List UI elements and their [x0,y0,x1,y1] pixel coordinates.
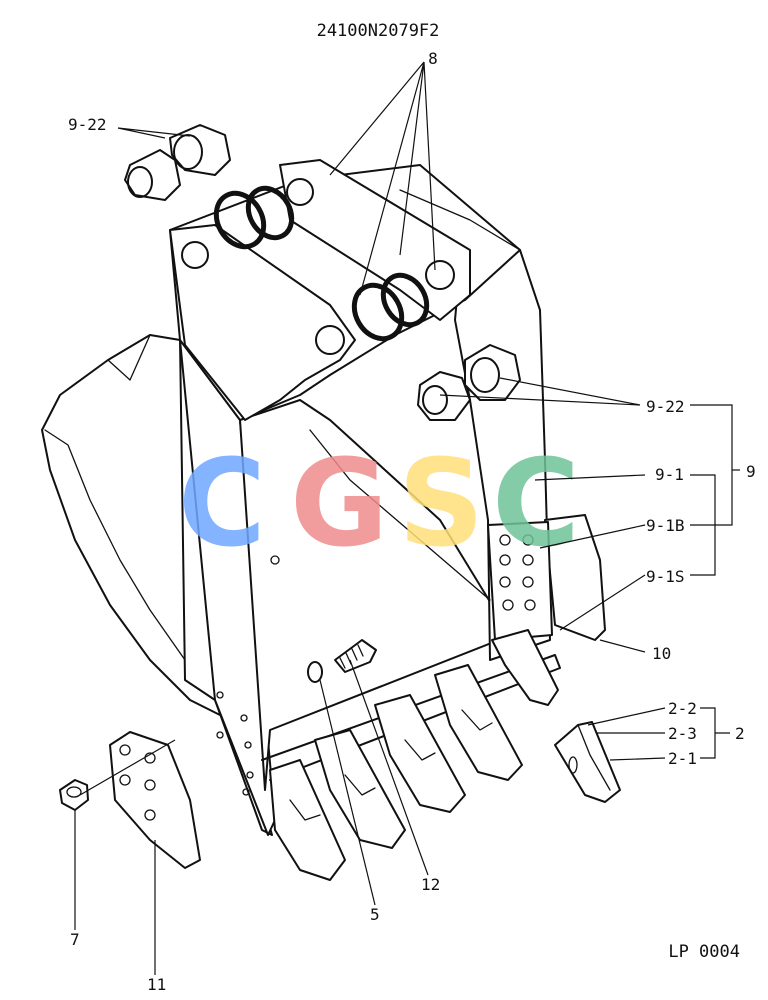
watermark-letter: C [492,435,580,574]
side-cutter-bolts [499,534,536,611]
pin-bushings-right [417,344,521,421]
nut [59,779,89,811]
replacement-tooth [554,721,621,803]
callout-5: 5 [370,905,380,924]
callout-2-1: 2-1 [668,749,697,768]
callout-10: 10 [652,644,671,663]
callout-9-22-top: 9-22 [68,115,107,134]
bolt [334,639,377,673]
bucket-body [41,159,606,836]
pin-bushings-top [124,124,231,201]
o-rings [213,185,430,342]
callout-9: 9 [746,462,756,481]
callout-7: 7 [70,930,80,949]
leader-lines [74,61,740,975]
callout-9-1s: 9-1S [646,567,685,586]
side-wear-plate [109,731,201,869]
callout-12: 12 [421,875,440,894]
washer [307,661,323,683]
callout-11: 11 [147,975,166,994]
bucket-teeth [269,629,559,881]
callout-9-1: 9-1 [655,465,684,484]
callout-labels: 8 9-22 9-22 9-1 9 9-1B 9-1S 10 2-2 2-3 2… [68,49,756,994]
callout-2-3: 2-3 [668,724,697,743]
watermark: C G S C [178,435,580,574]
footer-code: LP 0004 [668,942,740,962]
callout-9-22-right: 9-22 [646,397,685,416]
callout-9-1b: 9-1B [646,516,685,535]
callout-2: 2 [735,724,745,743]
watermark-letter: C [178,435,266,574]
callout-2-2: 2-2 [668,699,697,718]
watermark-letter: S [398,435,484,574]
callout-8: 8 [428,49,438,68]
diagram-title: 24100N2079F2 [317,21,440,41]
watermark-letter: G [290,435,389,574]
